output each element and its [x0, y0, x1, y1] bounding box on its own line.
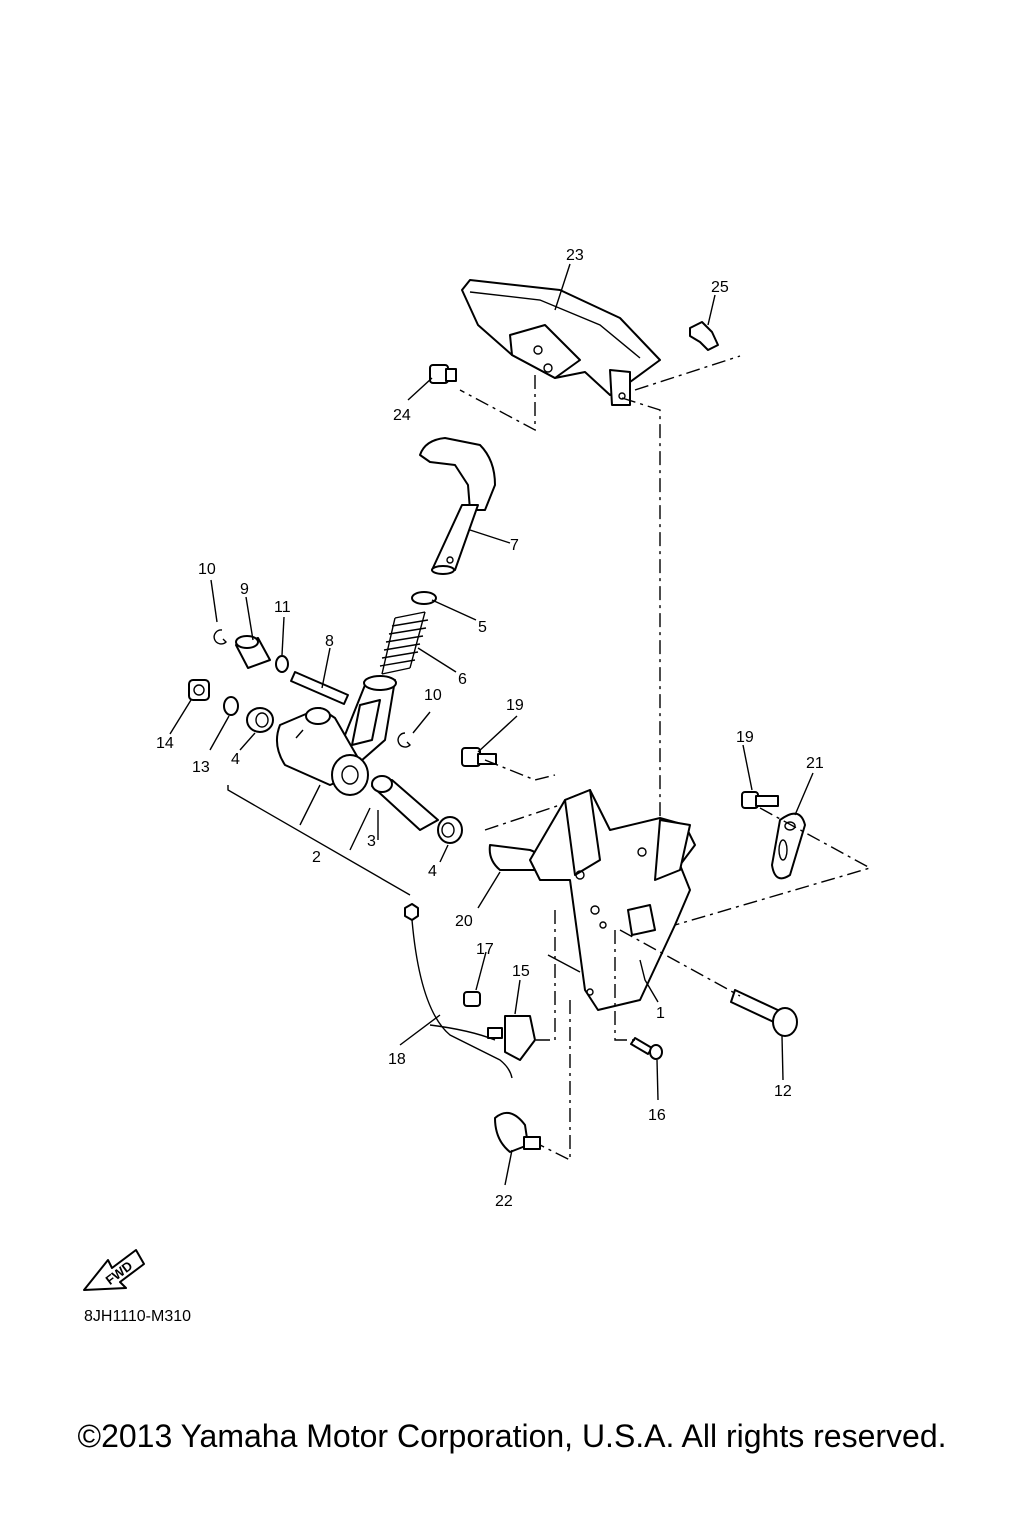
part-washer-5: [411, 591, 437, 605]
part-circlip-mid: [397, 732, 411, 748]
callout-21: 21: [806, 755, 824, 772]
part-bolt-19-left: [461, 747, 497, 767]
part-collar-3: [371, 775, 439, 831]
callout-22: 22: [495, 1193, 513, 1210]
part-bushing-left: [246, 707, 274, 733]
fwd-arrow-icon: FWD: [83, 1249, 145, 1291]
callout-18: 18: [388, 1051, 406, 1068]
callout-7: 7: [510, 537, 519, 554]
callout-4: 4: [428, 863, 437, 880]
callout-14: 14: [156, 735, 174, 752]
copyright-notice: ©2013 Yamaha Motor Corporation, U.S.A. A…: [77, 1418, 947, 1454]
part-switch: [487, 1015, 536, 1061]
callout-6: 6: [458, 671, 467, 688]
part-nut-17: [463, 991, 481, 1007]
part-washer-13: [223, 696, 239, 716]
callout-20: 20: [455, 913, 473, 930]
part-bolt-19-right: [741, 791, 779, 809]
callout-16: 16: [648, 1107, 666, 1124]
drawing-code: 8JH1110-M310: [84, 1308, 192, 1325]
part-screw-16: [630, 1037, 663, 1060]
callout-23: 23: [566, 247, 584, 264]
callout-24: 24: [393, 407, 411, 424]
part-clip: [689, 321, 719, 351]
callout-13: 13: [192, 759, 210, 776]
callout-15: 15: [512, 963, 530, 980]
callout-4: 4: [231, 751, 240, 768]
part-washer-11: [275, 655, 289, 673]
callout-labels: 1 2 3 4 4 5 6 7 8 9 10 10 11 12 13 14 15…: [156, 247, 824, 1210]
callout-10: 10: [424, 687, 442, 704]
part-collar-9: [235, 635, 271, 669]
part-plate-21: [771, 812, 806, 880]
callout-19: 19: [736, 729, 754, 746]
callout-2: 2: [312, 849, 321, 866]
callout-1: 1: [656, 1005, 665, 1022]
part-nut-24: [429, 364, 457, 384]
part-pin: [290, 671, 349, 705]
callout-25: 25: [711, 279, 729, 296]
part-cover: [461, 279, 661, 406]
callout-3: 3: [367, 833, 376, 850]
part-bracket: [529, 789, 696, 1011]
part-bolt-12: [730, 989, 798, 1037]
leader-lines: [169, 263, 814, 1186]
callout-12: 12: [774, 1083, 792, 1100]
part-nut-14: [188, 679, 210, 701]
part-shaft: [275, 675, 397, 796]
callout-10: 10: [198, 561, 216, 578]
callout-11: 11: [274, 599, 291, 616]
callout-17: 17: [476, 941, 494, 958]
callout-8: 8: [325, 633, 334, 650]
callout-19: 19: [506, 697, 524, 714]
callout-9: 9: [240, 581, 249, 598]
callout-5: 5: [478, 619, 487, 636]
part-bushing-right: [437, 816, 463, 844]
part-holder: [494, 1111, 541, 1153]
part-circlip-top: [213, 629, 228, 645]
part-wire-harness: [404, 903, 513, 1079]
part-lever: [419, 437, 496, 575]
assembly-lines: [459, 355, 872, 1162]
part-spring: [379, 611, 429, 675]
